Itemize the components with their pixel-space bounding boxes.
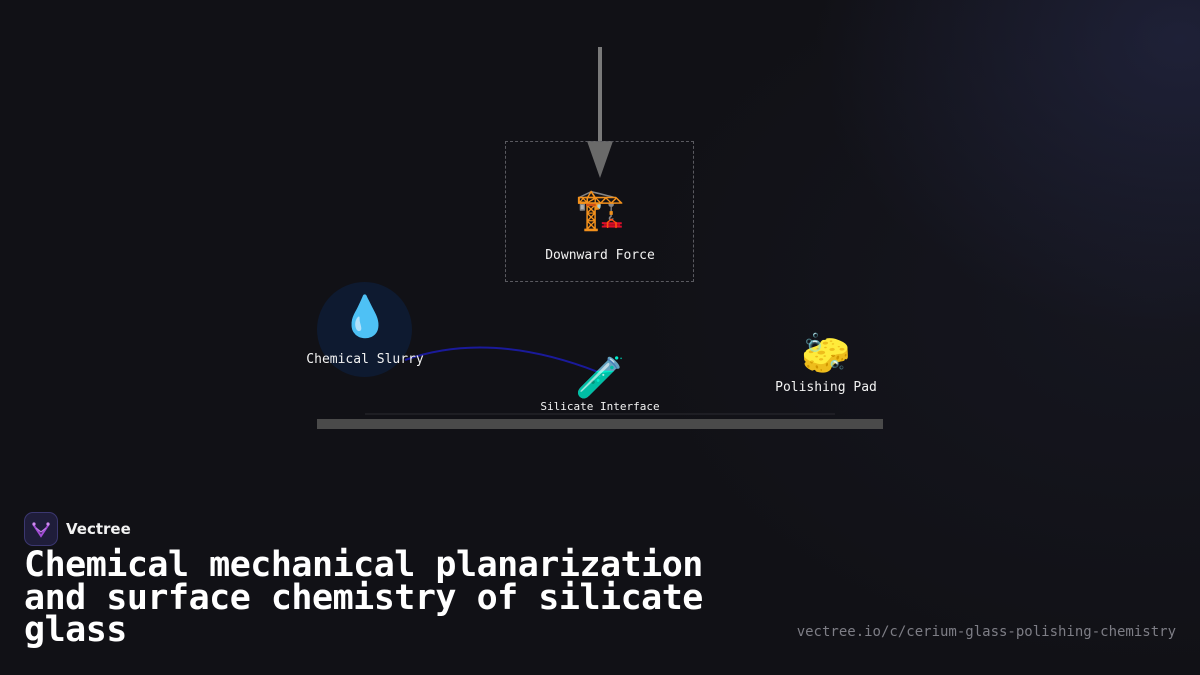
chemical-slurry-node — [317, 282, 412, 377]
vectree-logo-icon — [24, 512, 58, 546]
downward-arrow-head — [587, 141, 613, 178]
page-url[interactable]: vectree.io/c/cerium-glass-polishing-chem… — [796, 624, 1176, 640]
construction-crane-icon: 🏗️ — [575, 187, 625, 233]
silicate-interface-label: Silicate Interface — [540, 400, 660, 413]
downward-force-label: Downward Force — [545, 248, 655, 263]
slurry-flow-curve — [404, 346, 599, 373]
droplet-icon: 💧 — [340, 294, 390, 340]
chemical-slurry-label: Chemical Slurry — [306, 352, 424, 367]
base-plate — [317, 419, 883, 429]
brand[interactable]: Vectree — [24, 512, 131, 546]
brand-name: Vectree — [66, 520, 131, 538]
sponge-icon: 🧽 — [801, 331, 851, 377]
polishing-pad-label: Polishing Pad — [775, 380, 877, 395]
test-tube-icon: 🧪 — [575, 355, 625, 401]
page-title: Chemical mechanical planarization and su… — [24, 545, 703, 650]
downward-force-box — [505, 141, 694, 282]
